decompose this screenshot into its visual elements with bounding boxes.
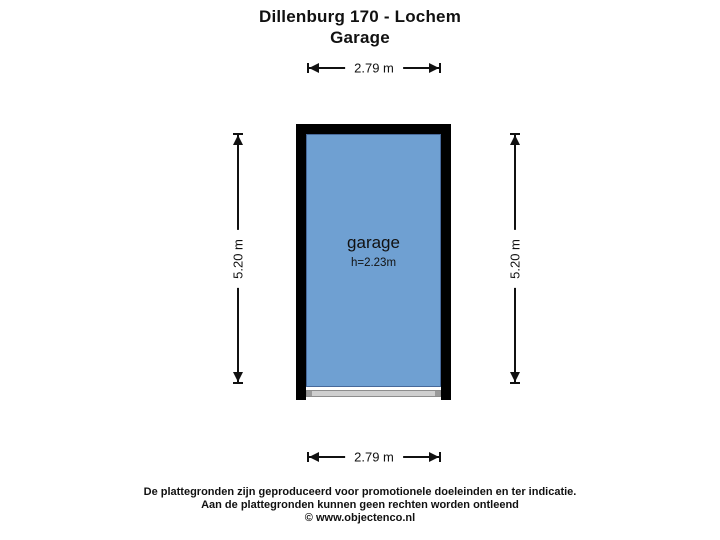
footer-copyright: © www.objectenco.nl xyxy=(304,512,416,524)
door-jamb-right xyxy=(435,391,440,396)
room-garage: garage h=2.23m xyxy=(296,124,451,400)
dimension-label-left: 5.20 m xyxy=(228,229,248,288)
room-name-label: garage xyxy=(347,233,400,252)
dimension-label-right: 5.20 m xyxy=(505,229,525,288)
room-ceiling-height-label: h=2.23m xyxy=(350,257,397,269)
arrowhead-down-icon xyxy=(510,372,520,382)
garage-door xyxy=(306,390,441,397)
dimension-endcap xyxy=(307,452,309,462)
room-floor xyxy=(306,134,441,387)
dimension-label-bottom: 2.79 m xyxy=(345,447,403,467)
arrowhead-left-icon xyxy=(309,63,319,73)
footer-disclaimer-line1: De plattegronden zijn geproduceerd voor … xyxy=(143,486,577,498)
page-title: Dillenburg 170 - Lochem xyxy=(258,7,462,26)
door-jamb-left xyxy=(307,391,312,396)
arrowhead-left-icon xyxy=(309,452,319,462)
dimension-endcap xyxy=(233,133,243,135)
dimension-endcap xyxy=(510,133,520,135)
dimension-bottom: 2.79 m xyxy=(307,447,441,467)
arrowhead-right-icon xyxy=(429,63,439,73)
dimension-top: 2.79 m xyxy=(307,58,441,78)
page-subtitle: Garage xyxy=(330,28,390,47)
dimension-endcap xyxy=(233,382,243,384)
dimension-label-top: 2.79 m xyxy=(345,58,403,78)
dimension-endcap xyxy=(439,63,441,73)
footer-disclaimer-line2: Aan de plattegronden kunnen geen rechten… xyxy=(201,499,519,511)
dimension-right: 5.20 m xyxy=(505,133,525,384)
dimension-endcap xyxy=(510,382,520,384)
dimension-endcap xyxy=(439,452,441,462)
arrowhead-up-icon xyxy=(233,135,243,145)
arrowhead-right-icon xyxy=(429,452,439,462)
dimension-left: 5.20 m xyxy=(228,133,248,384)
dimension-endcap xyxy=(307,63,309,73)
arrowhead-down-icon xyxy=(233,372,243,382)
arrowhead-up-icon xyxy=(510,135,520,145)
garage-door-opening xyxy=(306,387,441,400)
